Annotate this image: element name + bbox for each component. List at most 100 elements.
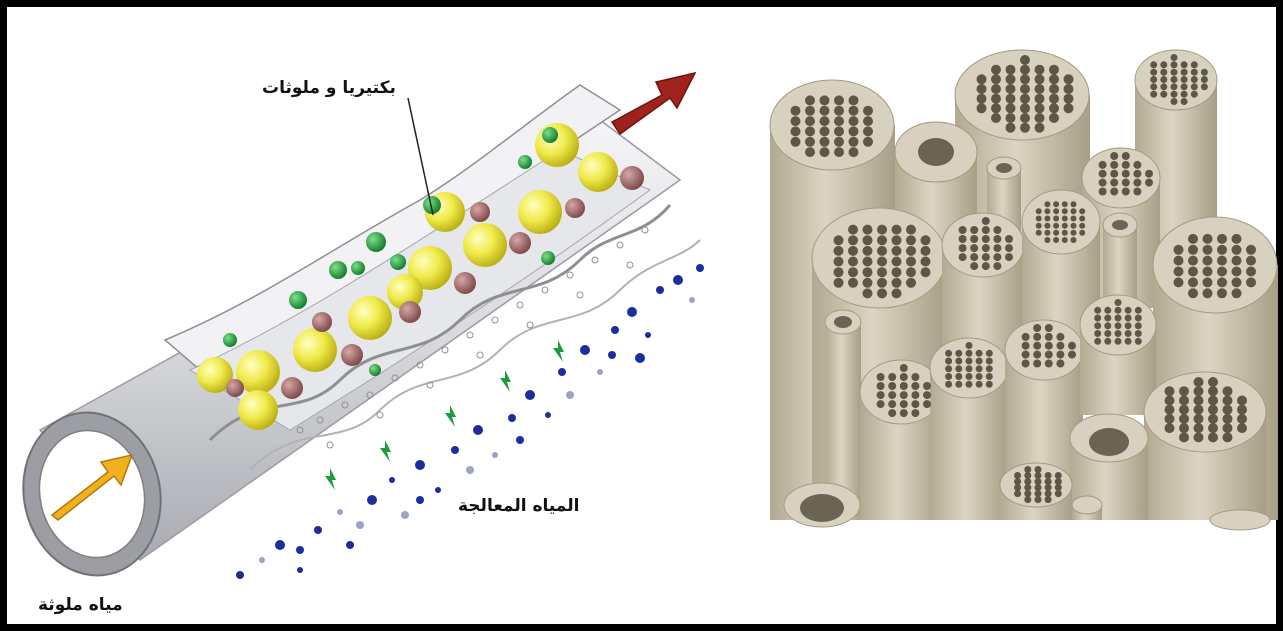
channel-hole bbox=[911, 391, 919, 399]
channel-hole bbox=[863, 116, 873, 126]
channel-hole bbox=[1125, 307, 1132, 314]
channel-hole bbox=[1133, 161, 1141, 169]
channel-hole bbox=[877, 257, 887, 267]
channel-hole bbox=[1246, 256, 1256, 266]
channel-hole bbox=[863, 246, 873, 256]
label-bacteria-and-pollutants: بكتيريا و ملوثات bbox=[262, 78, 396, 98]
channel-hole bbox=[1022, 360, 1030, 368]
channel-hole bbox=[1188, 256, 1198, 266]
channel-hole bbox=[1064, 94, 1074, 104]
channel-hole bbox=[1203, 267, 1213, 277]
channel-hole bbox=[1024, 484, 1031, 491]
channel-hole bbox=[1122, 188, 1130, 196]
channel-hole bbox=[1237, 414, 1247, 424]
channel-hole bbox=[991, 65, 1001, 75]
channel-hole bbox=[1203, 245, 1213, 255]
channel-hole bbox=[1115, 330, 1122, 337]
channel-hole bbox=[863, 106, 873, 116]
channel-hole bbox=[1068, 342, 1076, 350]
channel-hole bbox=[911, 409, 919, 417]
channel-hole bbox=[1110, 170, 1118, 178]
channel-hole bbox=[834, 278, 844, 288]
channel-hole bbox=[849, 106, 859, 116]
channel-hole bbox=[1181, 69, 1188, 76]
channel-hole bbox=[863, 267, 873, 277]
channel-hole bbox=[945, 350, 952, 357]
channel-hole bbox=[1179, 396, 1189, 406]
channel-hole bbox=[1232, 267, 1242, 277]
channel-hole bbox=[1174, 245, 1184, 255]
channel-hole bbox=[1122, 161, 1130, 169]
channel-hole bbox=[986, 350, 993, 357]
channel-hole bbox=[986, 381, 993, 388]
channel-hole bbox=[1045, 351, 1053, 359]
channel-hole bbox=[1062, 208, 1068, 214]
channel-hole bbox=[848, 267, 858, 277]
channel-hole bbox=[1208, 377, 1218, 387]
channel-hole bbox=[1246, 277, 1256, 287]
channel-hole bbox=[1020, 94, 1030, 104]
channel-hole bbox=[1223, 414, 1233, 424]
channel-hole bbox=[1188, 245, 1198, 255]
channel-hole bbox=[1135, 338, 1142, 345]
channel-hole bbox=[820, 137, 830, 147]
channel-hole bbox=[1115, 299, 1122, 306]
channel-hole bbox=[982, 235, 990, 243]
channel-hole bbox=[1171, 76, 1178, 83]
channel-hole bbox=[991, 94, 1001, 104]
channel-hole bbox=[976, 381, 983, 388]
channel-hole bbox=[1160, 69, 1167, 76]
channel-hole bbox=[1135, 330, 1142, 337]
channel-hole bbox=[1194, 396, 1204, 406]
channel-hole bbox=[1049, 103, 1059, 113]
channel-hole bbox=[906, 267, 916, 277]
channel-hole bbox=[970, 244, 978, 252]
channel-hole bbox=[1110, 152, 1118, 160]
channel-hole bbox=[1036, 216, 1042, 222]
channel-hole bbox=[1125, 322, 1132, 329]
channel-hole bbox=[863, 235, 873, 245]
channel-hole bbox=[1133, 179, 1141, 187]
channel-hole bbox=[1174, 267, 1184, 277]
channel-hole bbox=[1194, 386, 1204, 396]
channel-hole bbox=[1024, 466, 1031, 473]
channel-hole bbox=[834, 95, 844, 105]
channel-hole bbox=[791, 126, 801, 136]
channel-hole bbox=[1181, 61, 1188, 68]
channel-hole bbox=[848, 225, 858, 235]
channel-hole bbox=[1022, 342, 1030, 350]
channel-hole bbox=[1110, 188, 1118, 196]
channel-hole bbox=[1020, 123, 1030, 133]
channel-hole bbox=[945, 365, 952, 372]
channel-hole bbox=[1099, 161, 1107, 169]
channel-hole bbox=[820, 95, 830, 105]
channel-hole bbox=[966, 373, 973, 380]
channel-hole bbox=[1191, 69, 1198, 76]
channel-hole bbox=[921, 246, 931, 256]
channel-hole bbox=[970, 226, 978, 234]
channel-hole bbox=[977, 103, 987, 113]
channel-hole bbox=[1191, 91, 1198, 98]
channel-hole bbox=[955, 358, 962, 365]
channel-hole bbox=[1035, 484, 1042, 491]
channel-hole bbox=[1188, 288, 1198, 298]
channel-hole bbox=[1179, 432, 1189, 442]
channel-hole bbox=[1049, 94, 1059, 104]
channel-hole bbox=[1171, 91, 1178, 98]
channel-hole bbox=[848, 246, 858, 256]
channel-hole bbox=[1217, 288, 1227, 298]
channel-hole bbox=[1179, 423, 1189, 433]
channel-hole bbox=[1024, 478, 1031, 485]
channel-hole bbox=[993, 244, 1001, 252]
channel-hole bbox=[1104, 338, 1111, 345]
channel-hole bbox=[1006, 113, 1016, 123]
channel-hole bbox=[1150, 91, 1157, 98]
channel-hole bbox=[1094, 330, 1101, 337]
channel-hole bbox=[1005, 235, 1013, 243]
channel-hole bbox=[849, 137, 859, 147]
channel-hole bbox=[906, 246, 916, 256]
channel-hole bbox=[1145, 179, 1153, 187]
channel-hole bbox=[1056, 351, 1064, 359]
channel-hole bbox=[1055, 484, 1062, 491]
channel-hole bbox=[1133, 188, 1141, 196]
